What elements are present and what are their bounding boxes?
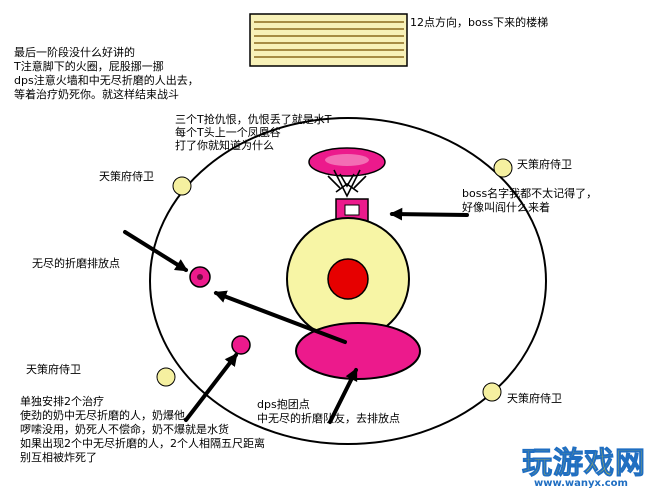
healer-note-line-1: 单独安排2个治疗	[20, 395, 104, 408]
tank-fountain-icon	[327, 169, 367, 198]
tank-note-line-2: 每个T头上一个凤凰谷	[175, 126, 281, 139]
guard-marker-left	[156, 367, 176, 387]
arrow-to-release-left	[123, 230, 189, 272]
healer-point	[231, 335, 251, 355]
boss-core	[327, 258, 369, 300]
healer-note-line-5: 别互相被炸死了	[20, 451, 97, 464]
guard-marker-bottom-right	[482, 382, 502, 402]
healer-note-line-4: 如果出现2个中无尽折磨的人，2个人相隔五尺距离	[20, 437, 265, 450]
healer-note-line-2: 使劲的奶中无尽折磨的人，奶爆他，	[20, 409, 196, 422]
guard-label-top-right: 天策府侍卫	[517, 158, 572, 171]
guard-label-top-left: 天策府侍卫	[99, 170, 154, 183]
dps-note-line-1: dps抱团点	[257, 398, 310, 411]
boss-note-line-2: 好像叫阎什么来着	[462, 201, 550, 214]
phase-note-line-1: 最后一阶段没什么好讲的	[14, 46, 135, 59]
guard-label-bottom-right: 天策府侍卫	[507, 392, 562, 405]
arena-ring	[149, 117, 547, 445]
release-point-label: 无尽的折磨排放点	[32, 257, 120, 270]
tank-note-line-1: 三个T抢仇恨，仇恨丢了就是水T	[175, 113, 332, 126]
boss-note-line-1: boss名字我都不太记得了，	[462, 187, 598, 200]
guard-marker-top-right	[493, 158, 513, 178]
guard-label-left: 天策府侍卫	[26, 363, 81, 376]
stairs-label: 12点方向，boss下来的楼梯	[410, 16, 549, 29]
site-logo-url: www.wanyx.com	[534, 478, 628, 489]
healer-note-line-3: 啰嗦没用，奶死人不偿命，奶不爆就是水货	[20, 423, 229, 436]
guard-marker-top-left	[172, 176, 192, 196]
tank-note-line-3: 打了你就知道为什么	[175, 139, 274, 152]
dps-note-line-2: 中无尽的折磨队友，去排放点	[257, 412, 400, 425]
phase-note-line-4: 等着治疗奶死你。就这样结束战斗	[14, 88, 179, 101]
arrow-to-dps-zone	[328, 367, 358, 424]
arrow-to-boss	[389, 207, 469, 221]
arrow-dps-to-release	[213, 290, 347, 344]
arrow-to-healer-point	[184, 352, 238, 422]
phase-note-line-2: T注意脚下的火圈，屁股挪一挪	[14, 60, 164, 73]
site-logo: 玩游戏网 www.wanyx.com	[518, 438, 652, 494]
phase-note-line-3: dps注意火墙和中无尽折磨的人出去，	[14, 74, 199, 87]
stairs-icon	[249, 13, 408, 67]
site-logo-text: 玩游戏网	[522, 446, 646, 482]
